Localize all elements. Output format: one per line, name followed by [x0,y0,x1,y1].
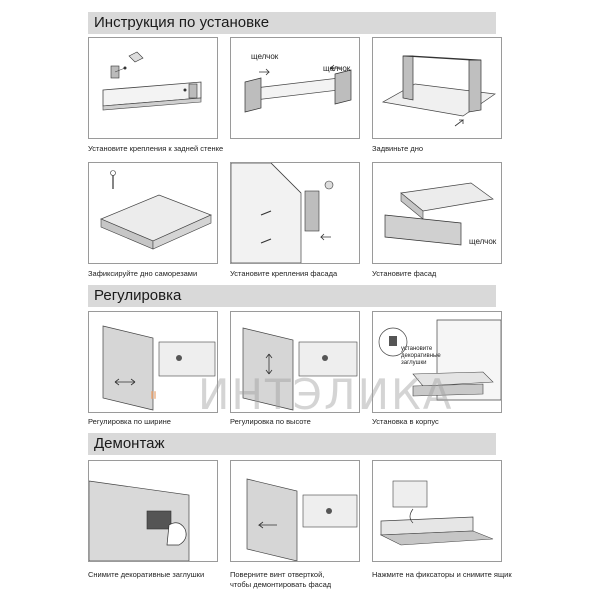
illustration-back-wall [102,51,202,111]
click-label-left: щелчок [251,52,279,61]
caption-11-line2: чтобы демонтировать фасад [230,580,332,589]
caption-9: Установка в корпус [372,417,439,426]
caption-11-line1: Поверните винт отверткой, [230,570,325,579]
panel-side-click: щелчок щелчок [230,37,360,139]
illustration-install-cabinet [378,319,501,401]
illustration-release-drawer [379,480,494,546]
caption-1: Установите крепления к задней стенке [88,144,224,153]
caps-label-line1: установите [401,346,433,352]
caption-4: Зафиксируйте дно саморезами [88,269,198,278]
illustration-fix-bottom [100,170,212,250]
panel-install-front: щелчок [372,162,502,264]
illustration-push-bottom [381,55,496,127]
panel-remove-front [230,460,360,562]
click-label-right: щелчок [323,64,351,73]
panel-release-drawer [372,460,502,562]
illustration-remove-caps [89,480,190,561]
watermark-logo-icon [151,391,156,399]
caps-label-line2: декоративные [401,353,441,359]
panel-adjust-height [230,311,360,413]
caption-7: Регулировка по ширине [88,417,171,426]
click-label-front: щелчок [469,237,497,246]
illustration-remove-front [246,478,358,561]
illustration-install-front [384,182,494,246]
caption-8: Регулировка по высоте [230,417,311,426]
caption-3: Задвиньте дно [372,144,424,153]
panel-back-wall-mounts [88,37,218,139]
panel-front-mounts [230,162,360,264]
illustration-side-click [244,64,352,113]
panel-fix-bottom [88,162,218,264]
caption-12: Нажмите на фиксаторы и снимите ящик [372,570,512,579]
caption-5: Установите крепления фасада [230,269,338,278]
caption-6: Установите фасад [372,269,437,278]
section-header-adjust: Регулировка [88,285,496,307]
panel-install-cabinet: установите декоративные заглушки [372,311,502,413]
watermark-text: ИНТЭЛИКА [198,370,454,419]
caps-label-line3: заглушки [401,360,427,366]
illustration-adjust-width [102,325,216,411]
caption-10: Снимите декоративные заглушки [88,570,205,579]
illustration-front-mounts [231,163,334,263]
illustration-adjust-height [242,327,358,411]
panel-remove-caps [88,460,218,562]
panel-push-bottom [372,37,502,139]
section-header-install: Инструкция по установке [88,12,496,34]
section-header-dismantle: Демонтаж [88,433,496,455]
